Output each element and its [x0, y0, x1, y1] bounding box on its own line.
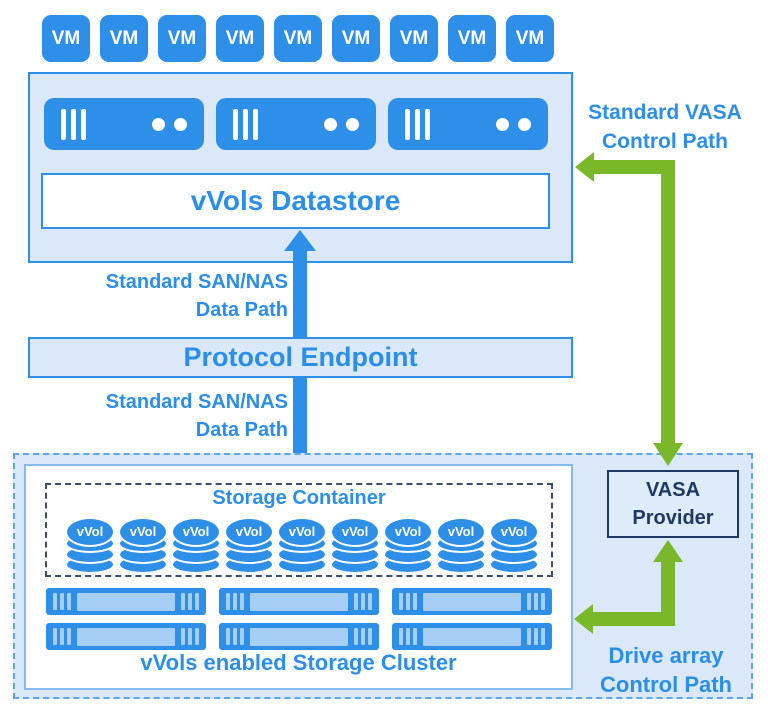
vvol-label: vVol [120, 519, 166, 545]
storage-array-icon [392, 588, 552, 615]
arrow-left-head [575, 152, 594, 182]
vvol-label: vVol [438, 519, 484, 545]
server-led-icon [152, 117, 187, 131]
arrow-up-head [653, 540, 683, 562]
storage-cluster-label: vVols enabled Storage Cluster [140, 650, 457, 675]
arrow-shaft [661, 160, 675, 444]
drive-array-control-path-label: Drive array Control Path [580, 641, 752, 699]
vvol-label: vVol [173, 519, 219, 545]
storage-container-box: Storage Container vVol vVol vVol vVol vV… [45, 483, 553, 577]
vm-box: VM [274, 15, 322, 62]
arrow-shaft [661, 561, 675, 613]
vvol-label: vVol [491, 519, 537, 545]
san-nas-data-path-label-top: Standard SAN/NAS Data Path [106, 268, 288, 324]
label-line: Control Path [600, 672, 732, 697]
storage-array-grid [46, 588, 552, 650]
server-grille-icon [405, 108, 430, 140]
protocol-endpoint-label: Protocol Endpoint [183, 342, 418, 372]
vvol-cylinder-icon: vVol [279, 519, 325, 572]
arrow-shaft [293, 249, 307, 337]
storage-array-icon [46, 623, 206, 650]
label-line: Data Path [195, 419, 288, 441]
vm-box: VM [448, 15, 496, 62]
vvol-row: vVol vVol vVol vVol vVol vVol vVol vVol … [67, 519, 537, 572]
vm-row: VM VM VM VM VM VM VM VM VM [42, 15, 554, 62]
vasa-control-path-label: Standard VASA Control Path [577, 98, 753, 156]
label-line: Data Path [195, 299, 288, 321]
vasa-provider-box: VASA Provider [607, 470, 739, 538]
label-line: Standard SAN/NAS [105, 391, 288, 413]
host-server-icon [216, 98, 376, 150]
vm-box: VM [506, 15, 554, 62]
vvols-datastore-box: vVols Datastore [41, 173, 550, 229]
vvol-cylinder-icon: vVol [173, 519, 219, 572]
storage-array-icon [219, 588, 379, 615]
vasa-provider-label: VASA [645, 479, 701, 501]
label-line: Standard VASA [588, 101, 742, 124]
vvols-datastore-label: vVols Datastore [190, 185, 401, 216]
storage-container-label: Storage Container [212, 487, 386, 509]
vm-box: VM [42, 15, 90, 62]
san-nas-data-path-label-bottom: Standard SAN/NAS Data Path [106, 388, 288, 444]
label-line: Control Path [602, 130, 728, 153]
vvol-cylinder-icon: vVol [385, 519, 431, 572]
label-line: Standard SAN/NAS [105, 271, 288, 293]
storage-cluster-box: Storage Container vVol vVol vVol vVol vV… [24, 464, 573, 690]
storage-array-icon [219, 623, 379, 650]
vasa-provider-label: Provider [632, 507, 714, 529]
server-led-icon [324, 117, 359, 131]
vvol-cylinder-icon: vVol [120, 519, 166, 572]
arrow-up-head [284, 230, 316, 251]
vvol-label: vVol [67, 519, 113, 545]
arrow-shaft [293, 378, 307, 462]
esxi-host-container: vVols Datastore [28, 72, 573, 263]
vm-box: VM [332, 15, 380, 62]
vm-box: VM [390, 15, 438, 62]
vvol-cylinder-icon: vVol [67, 519, 113, 572]
server-grille-icon [61, 108, 86, 140]
arrow-shaft [592, 612, 675, 626]
protocol-endpoint-box: Protocol Endpoint [28, 337, 573, 378]
server-grille-icon [233, 108, 258, 140]
arrow-shaft [592, 160, 675, 174]
host-server-icon [44, 98, 204, 150]
host-server-icon [388, 98, 548, 150]
vvol-label: vVol [279, 519, 325, 545]
server-led-icon [496, 117, 531, 131]
vm-box: VM [216, 15, 264, 62]
storage-array-icon [392, 623, 552, 650]
vvol-cylinder-icon: vVol [491, 519, 537, 572]
vm-box: VM [158, 15, 206, 62]
host-row [44, 98, 548, 150]
vvol-cylinder-icon: vVol [438, 519, 484, 572]
arrow-down-head [653, 443, 683, 466]
vvol-cylinder-icon: vVol [332, 519, 378, 572]
vvol-label: vVol [226, 519, 272, 545]
vvol-label: vVol [385, 519, 431, 545]
vvol-label: vVol [332, 519, 378, 545]
vm-box: VM [100, 15, 148, 62]
arrow-left-head [574, 604, 593, 634]
label-line: Drive array [608, 643, 724, 668]
vvol-cylinder-icon: vVol [226, 519, 272, 572]
storage-array-icon [46, 588, 206, 615]
